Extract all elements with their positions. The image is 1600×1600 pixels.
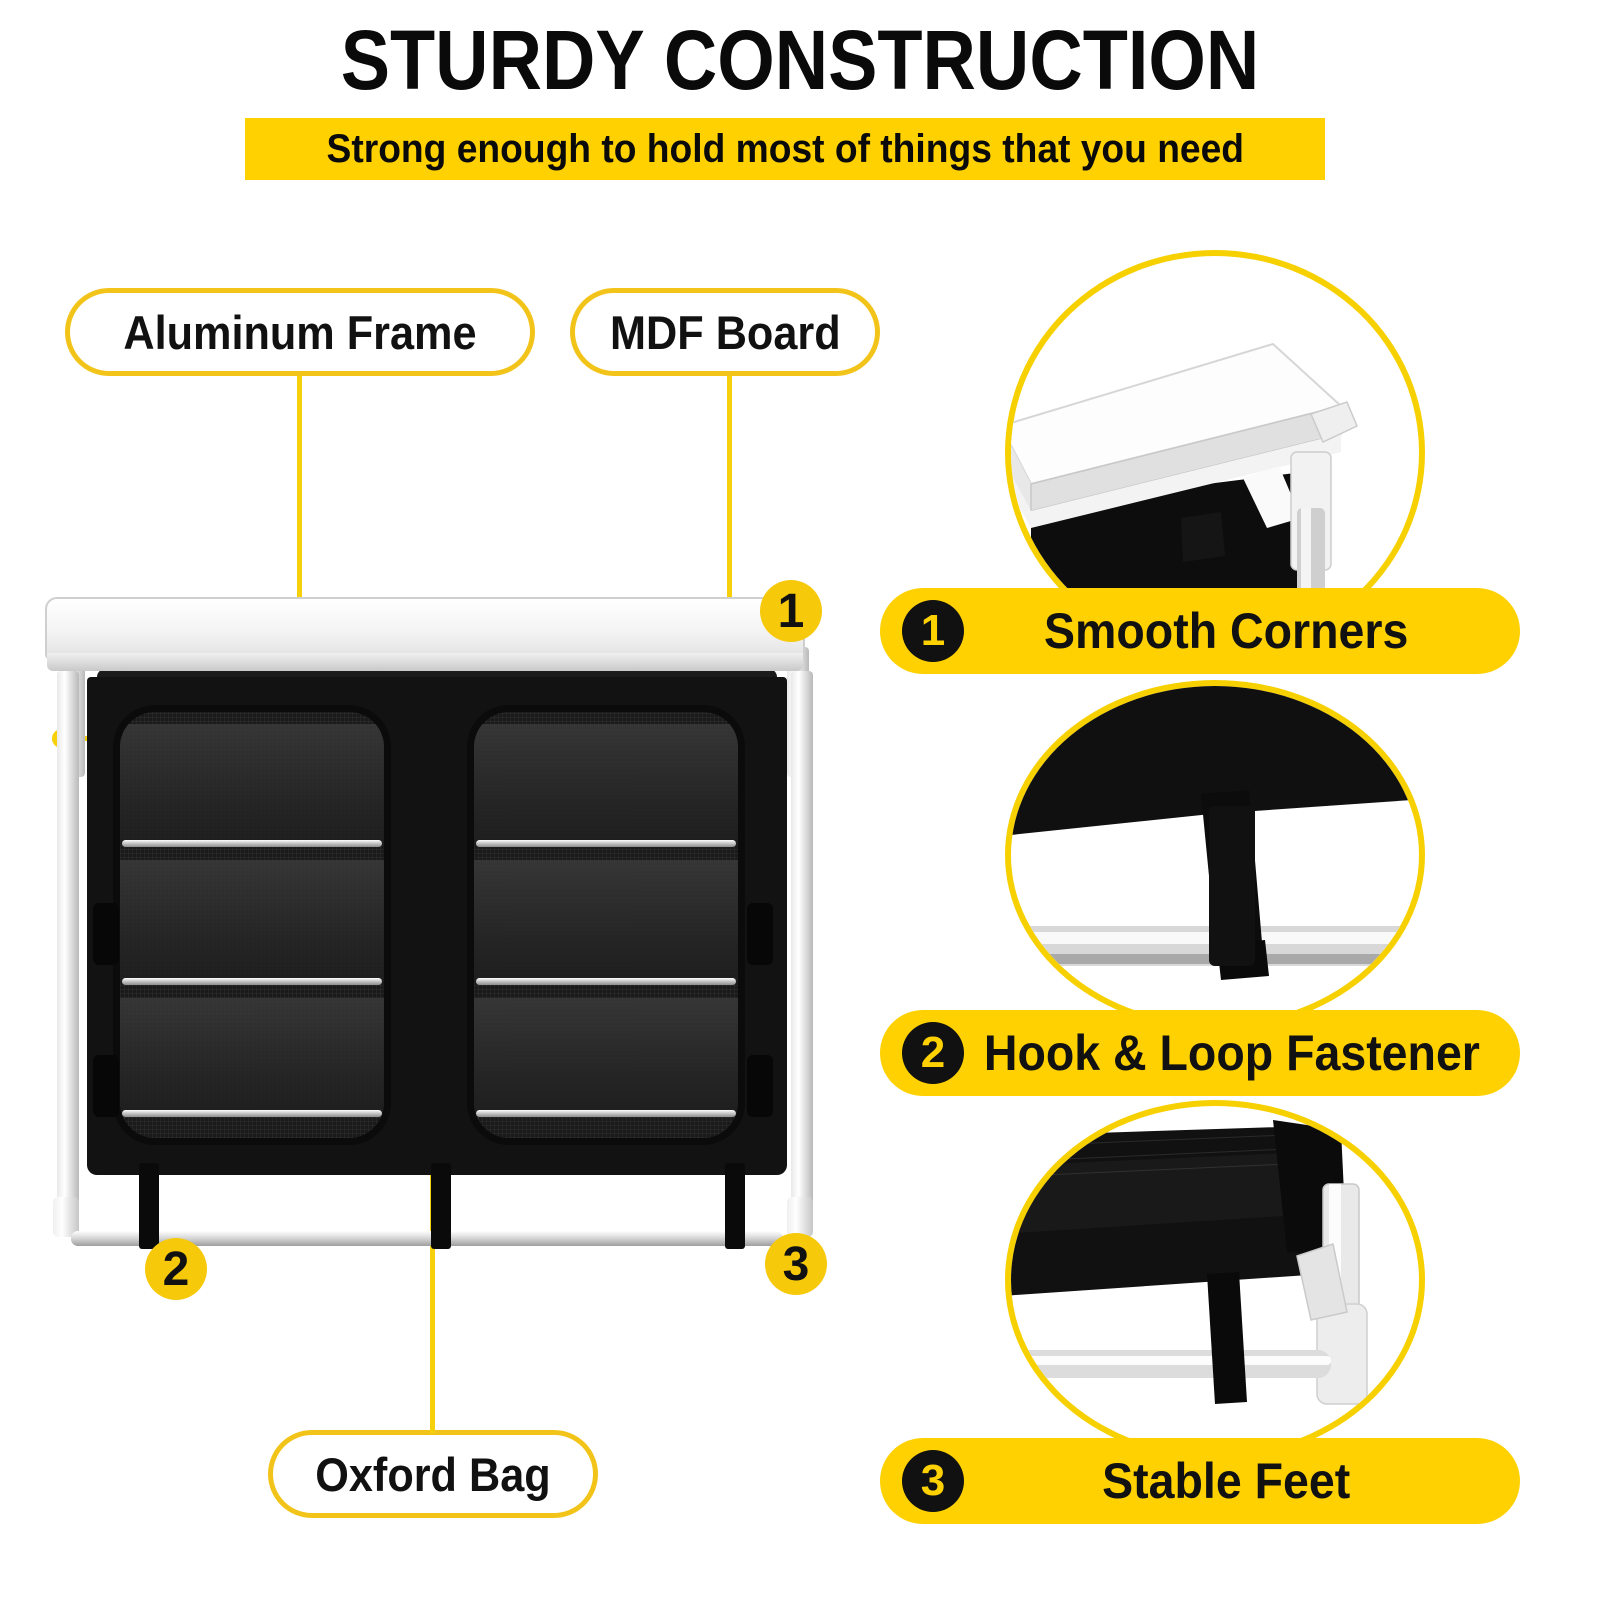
shelf-edge-left-bottom (122, 1110, 382, 1117)
shelf-edge-left-mid (122, 978, 382, 985)
velcro-strap-detail-icon (1011, 686, 1419, 1024)
shelf-edge-left-top (122, 840, 382, 847)
feature-1-number-bubble: 1 (902, 600, 964, 662)
foot-right (787, 1197, 813, 1237)
feature-1-label: Smooth Corners (1044, 603, 1409, 659)
feature-2-number-bubble: 2 (902, 1022, 964, 1084)
foot-left (53, 1197, 79, 1237)
leg-front-right (791, 671, 813, 1211)
zipper-pull-left-upper (93, 903, 119, 965)
zipper-pull-right-lower (747, 1055, 773, 1117)
feature-pill-3: 3 Stable Feet (880, 1438, 1520, 1524)
page-title: STURDY CONSTRUCTION (340, 13, 1260, 107)
shelf-edge-right-bottom (476, 1110, 736, 1117)
velcro-strap-right (725, 1163, 745, 1249)
product-badge-3-number: 3 (782, 1237, 810, 1291)
subtitle-banner: Strong enough to hold most of things tha… (245, 118, 1325, 180)
feature-2-label: Hook & Loop Fastener (983, 1025, 1480, 1081)
shelf-slab-left-bottom (120, 998, 384, 1116)
shelf-slab-right-top (474, 724, 738, 846)
product-badge-1-number: 1 (777, 584, 805, 638)
leg-foot-detail-icon (1011, 1106, 1419, 1454)
stable-feet-detail-circle (1005, 1100, 1425, 1460)
leader-oxford-vertical (430, 1128, 435, 1433)
feature-pill-1: 1 Smooth Corners (880, 588, 1520, 674)
shelf-slab-right-mid (474, 860, 738, 982)
hook-loop-detail-circle (1005, 680, 1425, 1030)
shelf-edge-right-top (476, 840, 736, 847)
product-badge-2: 2 (145, 1238, 207, 1300)
product-badge-3: 3 (765, 1233, 827, 1295)
zipper-pull-right-upper (747, 903, 773, 965)
callout-aluminum-frame-label: Aluminum Frame (123, 305, 477, 359)
callout-mdf-board-label: MDF Board (609, 305, 841, 359)
callout-aluminum-frame: Aluminum Frame (65, 288, 535, 376)
shelf-edge-right-mid (476, 978, 736, 985)
leg-front-left (57, 671, 79, 1211)
feature-1-number: 1 (920, 606, 946, 655)
callout-oxford-bag: Oxford Bag (268, 1430, 598, 1518)
feature-pill-2: 2 Hook & Loop Fastener (880, 1010, 1520, 1096)
tabletop-aluminum-lip (47, 653, 803, 671)
shelf-slab-left-top (120, 724, 384, 846)
callout-mdf-board: MDF Board (570, 288, 880, 376)
feature-3-number: 3 (920, 1456, 946, 1505)
subtitle-text: Strong enough to hold most of things tha… (326, 126, 1244, 171)
mdf-tabletop (45, 597, 805, 659)
product-badge-2-number: 2 (162, 1242, 190, 1296)
storage-compartment-right (467, 705, 745, 1145)
product-badge-1: 1 (760, 580, 822, 642)
feature-2-number: 2 (920, 1028, 946, 1077)
bottom-crossbar (71, 1231, 783, 1246)
feature-3-label: Stable Feet (1102, 1453, 1351, 1509)
product-image-camping-kitchen-table (35, 585, 835, 1305)
callout-oxford-bag-label: Oxford Bag (315, 1447, 551, 1501)
shelf-slab-left-mid (120, 860, 384, 982)
feature-3-number-bubble: 3 (902, 1450, 964, 1512)
shelf-slab-right-bottom (474, 998, 738, 1116)
velcro-strap-center (431, 1163, 451, 1249)
zipper-pull-left-lower (93, 1055, 119, 1117)
velcro-strap-left (139, 1163, 159, 1249)
storage-compartment-left (113, 705, 391, 1145)
leader-aluminum-vertical (297, 376, 302, 638)
